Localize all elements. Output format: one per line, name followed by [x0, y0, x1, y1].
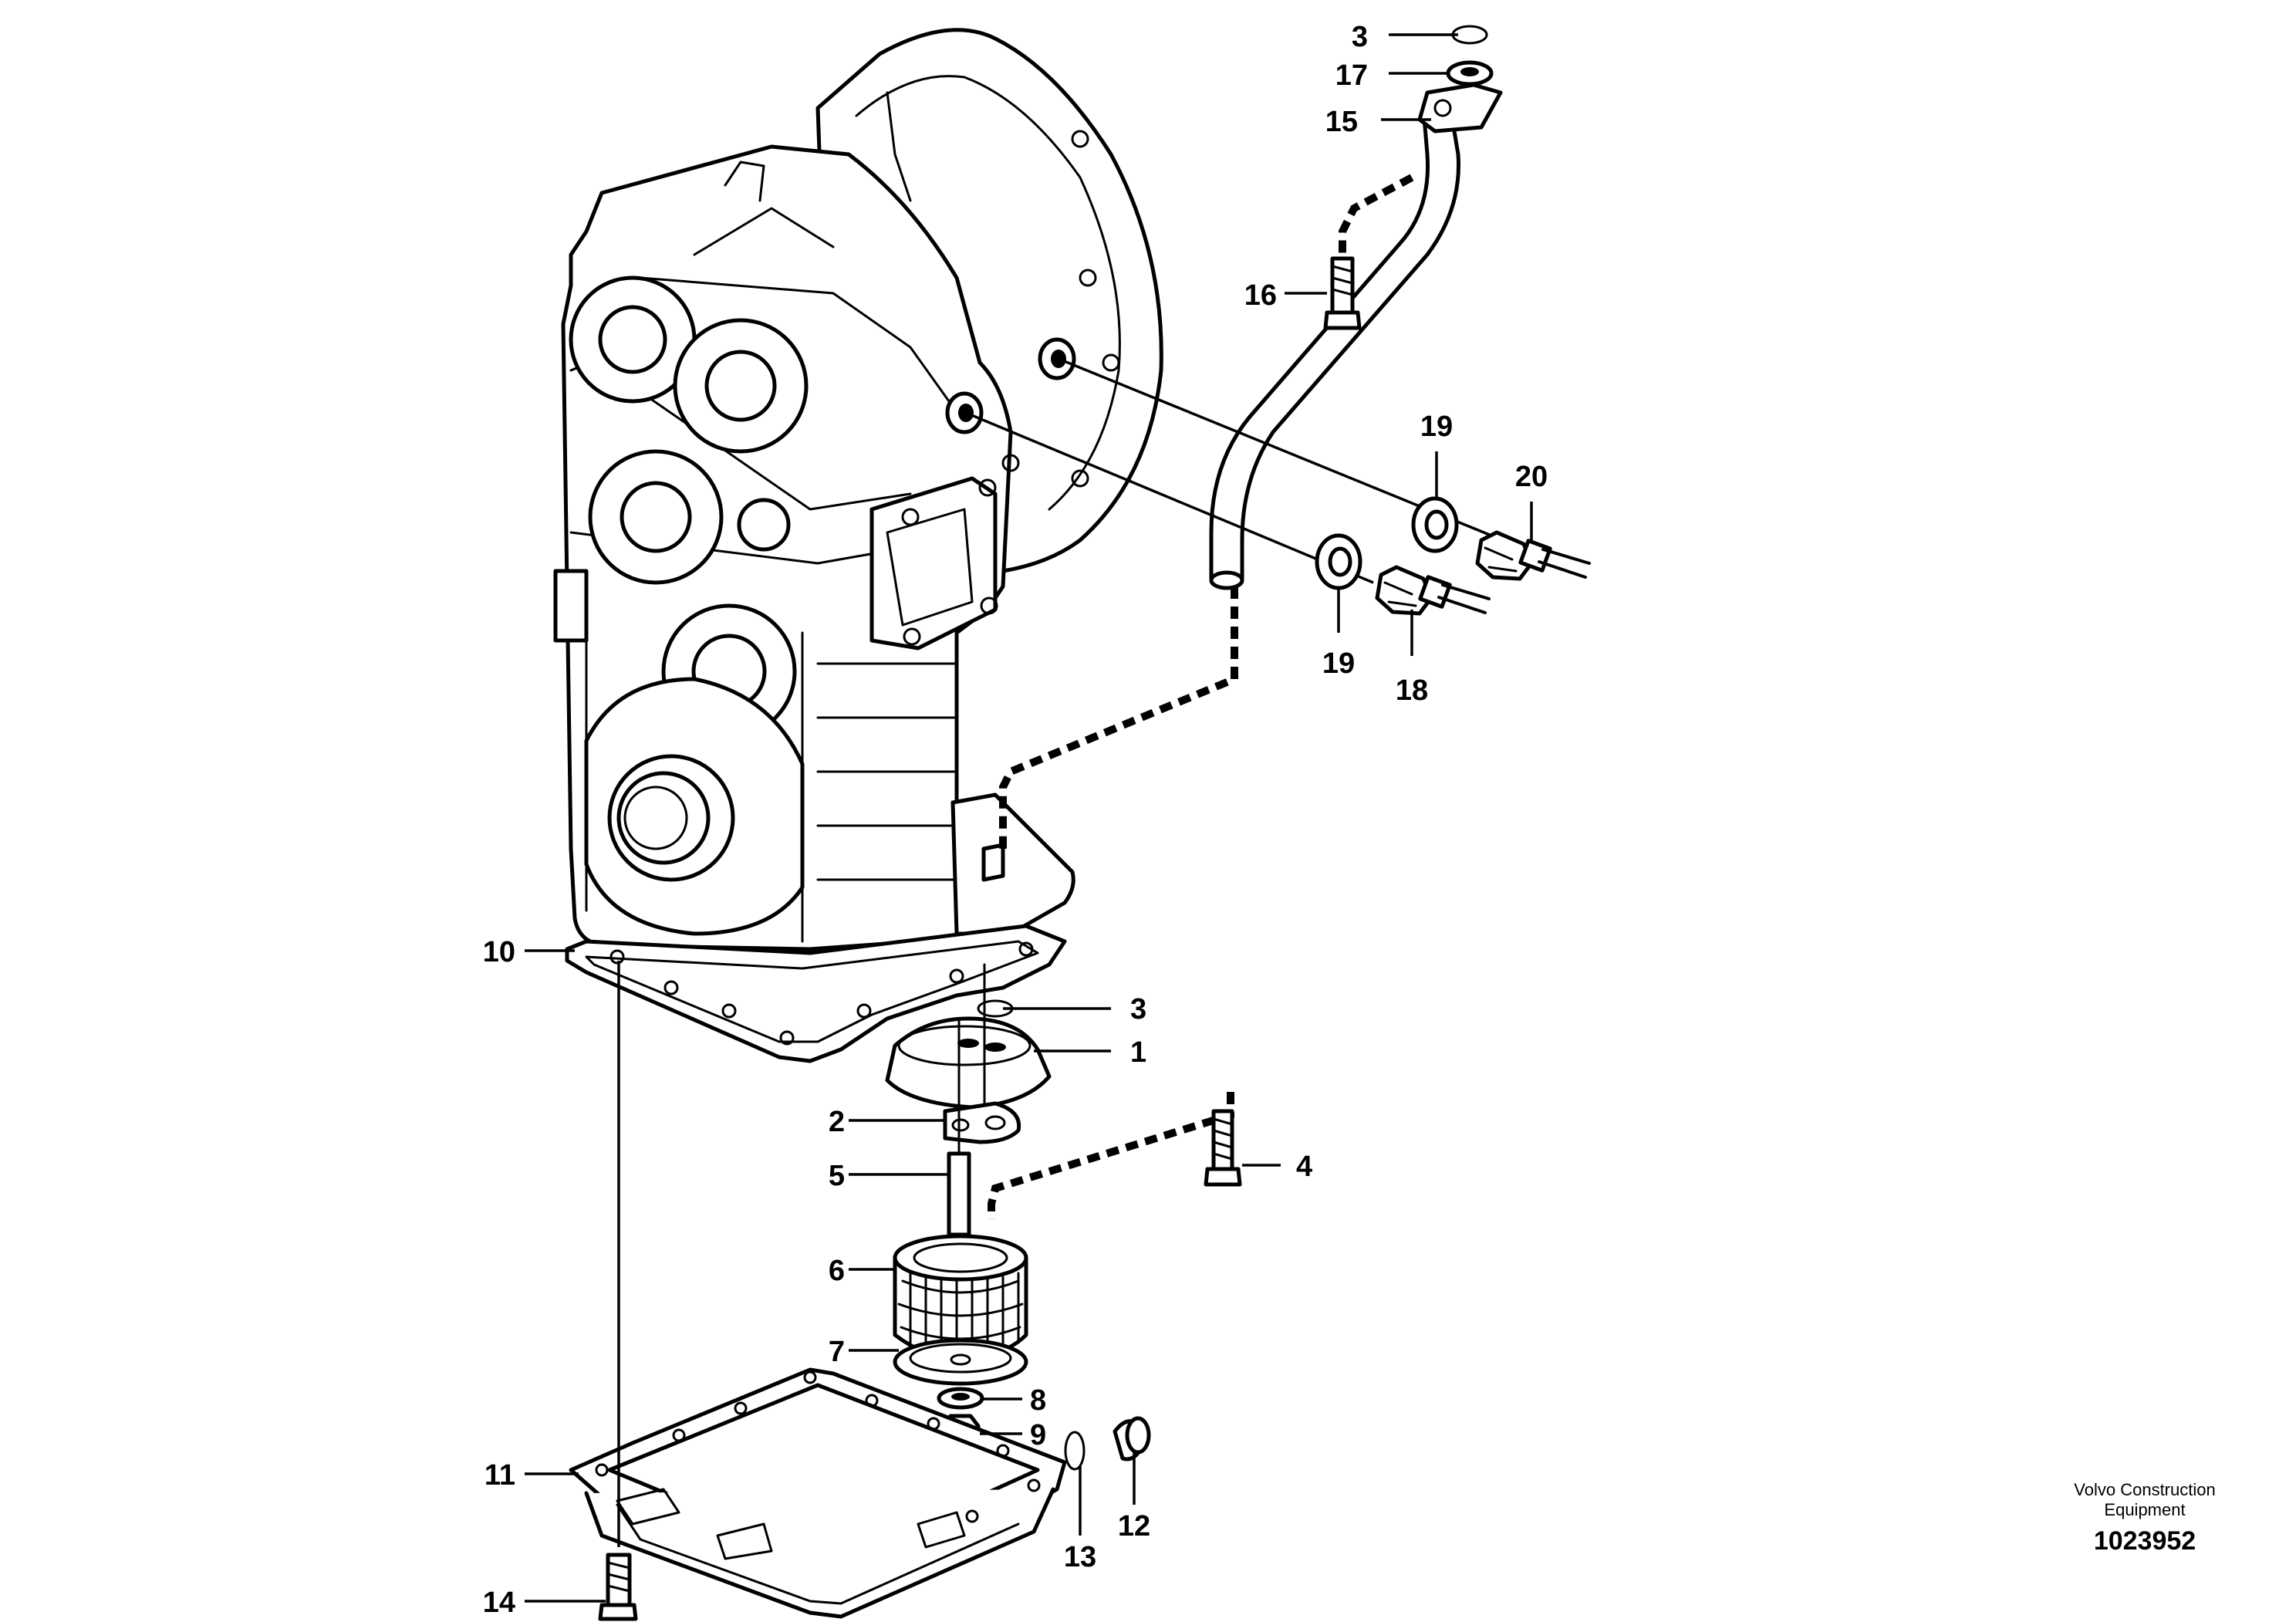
callout-7: 7	[829, 1336, 845, 1368]
callout-17: 17	[1335, 59, 1368, 92]
callout-19-lower: 19	[1322, 647, 1355, 680]
callout-6: 6	[829, 1255, 845, 1287]
sensor-20	[1475, 530, 1591, 581]
dashed-connection-pipe-sump	[999, 586, 1238, 849]
brand-line-2: Equipment	[2104, 1500, 2185, 1519]
filter-cover-1	[885, 1016, 1052, 1110]
washer-8	[937, 1387, 984, 1410]
bolt-4	[1204, 1109, 1242, 1187]
callout-12: 12	[1118, 1510, 1150, 1543]
callout-18: 18	[1396, 674, 1428, 707]
callout-13: 13	[1064, 1541, 1096, 1573]
drawing-number: 1023952	[2094, 1526, 2196, 1556]
callout-10: 10	[483, 936, 515, 968]
callout-3-top: 3	[1352, 21, 1368, 53]
dashed-connection-bolt-flange	[988, 1092, 1234, 1219]
washer-19-lower	[1315, 533, 1362, 590]
washer-19-upper	[1411, 496, 1459, 553]
callout-15: 15	[1325, 106, 1358, 138]
suction-pipe	[1209, 83, 1503, 590]
brand-line-1: Volvo Construction	[2074, 1480, 2215, 1499]
callout-11: 11	[485, 1459, 515, 1492]
callout-19-upper: 19	[1420, 411, 1453, 443]
transmission-housing	[553, 28, 1163, 951]
footer: Volvo Construction Equipment 1023952	[2074, 1480, 2215, 1556]
callout-9: 9	[1030, 1419, 1046, 1451]
callout-5: 5	[829, 1160, 845, 1192]
washer-17	[1446, 60, 1494, 86]
callout-leaders	[525, 33, 1533, 1603]
oil-pan-11	[569, 1367, 1067, 1619]
callout-2: 2	[829, 1106, 845, 1138]
callout-3-lower: 3	[1130, 993, 1146, 1026]
bolt-14	[598, 1553, 638, 1621]
sensor-axis-line-lower	[965, 411, 1374, 584]
sensor-18	[1375, 565, 1491, 616]
callout-14: 14	[483, 1587, 515, 1619]
callout-20: 20	[1515, 461, 1548, 493]
flange-2	[943, 1101, 1021, 1144]
drain-plug-12	[1113, 1416, 1151, 1461]
callout-16: 16	[1244, 279, 1277, 312]
callout-8: 8	[1030, 1384, 1046, 1417]
callout-1: 1	[1130, 1036, 1146, 1069]
o-ring-13	[1064, 1431, 1086, 1471]
dashed-connection-pipe-bolt	[1339, 174, 1414, 255]
seal-7	[893, 1338, 1028, 1386]
callout-numbers: 3 17 15 16 19 20 19 18 10 3 1 2 5 4 6 7 …	[483, 21, 1548, 1619]
gasket-10	[565, 924, 1067, 1063]
callout-4: 4	[1296, 1151, 1312, 1183]
bolt-16	[1323, 256, 1362, 330]
